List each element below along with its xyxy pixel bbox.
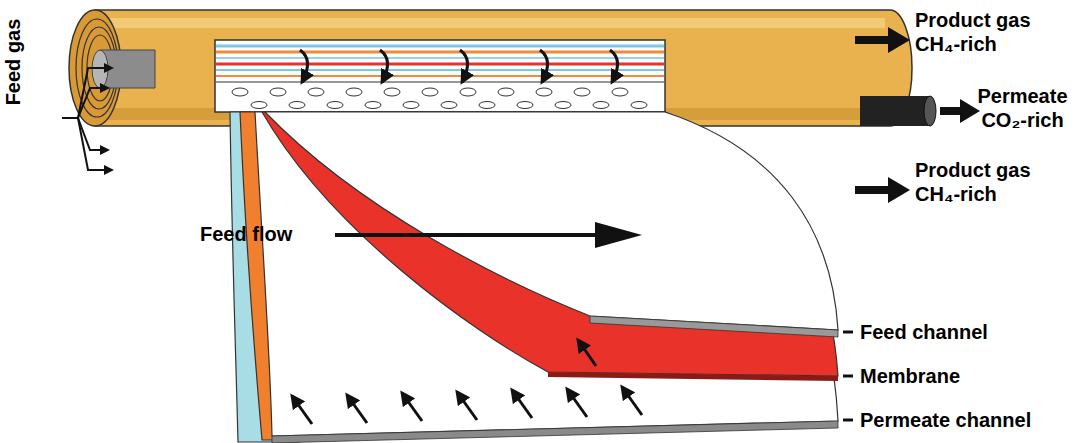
feed-flow-arrow [335,222,642,248]
tube-hole [384,88,400,96]
shell-highlight [100,18,885,28]
arrow-line [78,88,108,118]
layer-stripe [216,75,664,77]
spiral-wrap [76,19,118,117]
arrow-line [78,118,112,170]
tube-edge [216,81,664,82]
arrow-shaft [335,233,598,237]
shell-body [95,10,912,126]
tube-hole [327,102,343,109]
tube-hole [460,88,476,96]
permeate-arrow [610,50,618,82]
cutaway [215,40,665,112]
tube-hole [479,102,495,109]
tube-hole [498,88,514,96]
feed-channel-sheet [265,112,838,330]
tube-hole [441,102,457,109]
permeate-flow-arrow [457,392,477,420]
arrow-line [62,117,78,119]
tube-hole [365,102,381,109]
cutaway-window [215,40,665,112]
permeate-arrow [380,50,388,82]
tube-hole [346,88,362,96]
tube-hole [289,102,305,109]
sheet-edge [548,372,838,381]
tube-hole [555,102,571,109]
product-arrow [855,27,910,53]
tube-hole [270,88,286,96]
tube-hole [403,102,419,109]
layer-label: Feed channel [860,320,1080,344]
unwrapped-layers [230,112,838,443]
dash-mark [843,331,853,334]
feed-gas-arrows [62,68,112,170]
sheet-edge [590,316,838,337]
tube-hole [232,88,248,96]
dash-mark [843,375,853,378]
permeate-flow-arrow [292,396,312,424]
permeate-arrow [300,50,308,82]
permeate-flow-arrow [567,389,587,417]
tube-hole [517,102,533,109]
permeate-arrow [940,99,980,123]
product-arrow [855,177,910,203]
outlet-label: Product gas CH₄-rich [915,8,1050,56]
permeate-pipe-end [924,96,936,126]
permeate-flow-arrow [622,387,642,415]
label-dashes [843,332,853,420]
inlet-label: Feed gas [1,7,25,117]
permeate-channel-sheet [255,112,838,436]
arrow-head [595,222,642,248]
permeate-flow-arrow [347,395,367,423]
tube-hole [612,88,628,96]
permeate-flow-arrow [512,390,532,418]
tube-hole [536,88,552,96]
flow-label: Feed flow [200,222,330,246]
permeate-pipe [860,96,930,126]
layer-stripe [216,51,664,54]
module-shell [69,10,912,126]
dash-mark [843,419,853,422]
permeate-flow-arrow [402,393,422,421]
layer-stripe [216,69,664,71]
tube-hole [422,88,438,96]
layer-label: Permeate channel [860,408,1080,432]
layer-stripe [216,63,664,66]
permeate-flow-arrow [578,340,596,366]
tube-hole [251,102,267,109]
tube-hole [574,88,590,96]
outlet-label: Product gas CH₄-rich [915,158,1050,206]
outlet-label: Permeate CO₂-rich [960,84,1085,132]
layer-label: Membrane [860,364,1080,388]
layer-stripe [216,57,664,59]
tube-hole [593,102,609,109]
permeate-arrow [460,50,468,82]
permeate-arrow [540,50,548,82]
tube-hole [631,102,647,109]
membrane-sheet [262,112,838,376]
tube-hole [308,88,324,96]
layer-stripe [216,45,664,48]
arrow-line [78,68,112,118]
sheet-edge [272,421,838,443]
